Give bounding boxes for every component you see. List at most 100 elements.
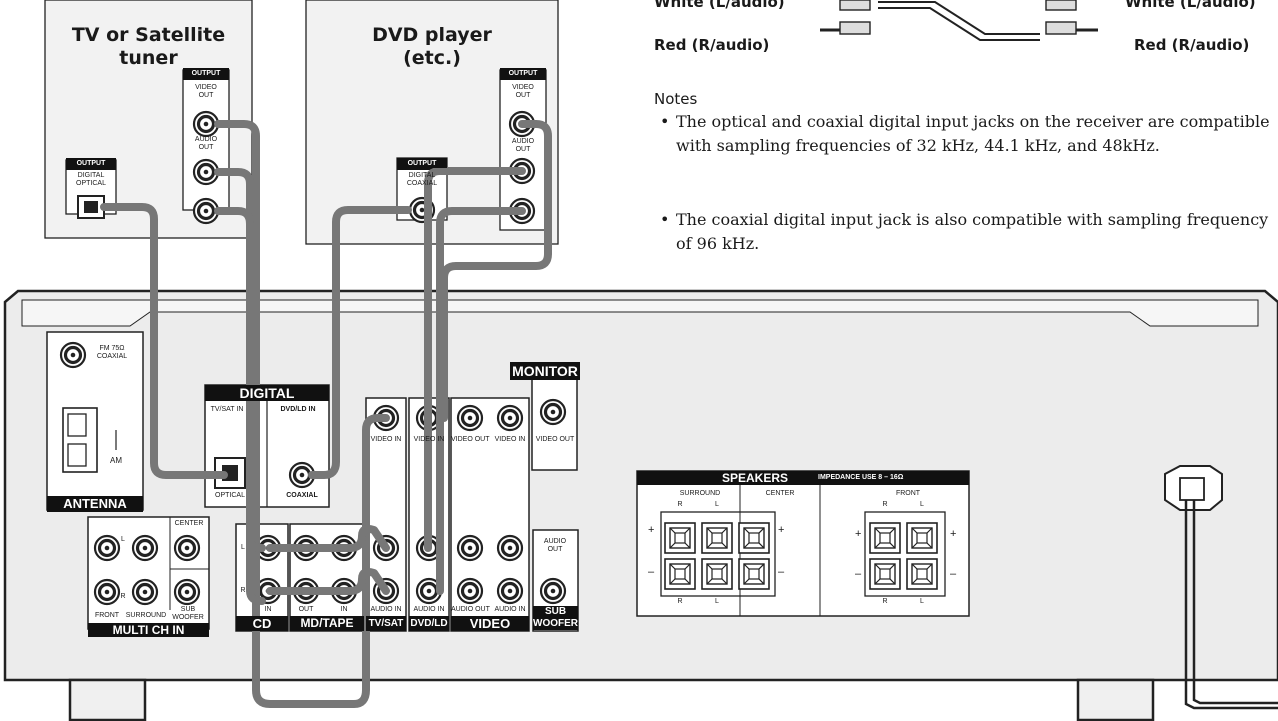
center-plus-sign: + [778, 524, 785, 536]
tv-tuner-title: TV or Satellite tuner [52, 24, 245, 70]
surround-l-minus-terminal [701, 558, 733, 590]
tv-audio-out-label: AUDIO OUT [194, 136, 218, 151]
front-l-plus-sign: + [950, 528, 957, 540]
cd-section-label: CD [236, 616, 288, 631]
note-item-2: • The coaxial digital input jack is also… [660, 208, 1272, 256]
dvd-video-out-label: VIDEO OUT [512, 84, 534, 99]
coaxial-label: COAXIAL [286, 492, 318, 499]
tv-sat-audio-in-label: AUDIO IN [370, 606, 402, 613]
multi-ch-r-label: R [120, 593, 126, 600]
multi-subwoofer-jack [173, 578, 201, 606]
dvd-ld-section-label: DVD/LD [409, 616, 449, 631]
video-audio-out-r-jack [456, 577, 484, 605]
dvd-output-tag: OUTPUT [500, 70, 546, 78]
speakers-impedance-label: IMPEDANCE USE 8 – 16Ω [818, 474, 904, 481]
front-r-bottom-label: R [882, 598, 888, 605]
multi-ch-subwoofer-label: SUB WOOFER [172, 606, 204, 621]
sub-woofer-audio-out-jack [539, 577, 567, 605]
front-l-bottom-label: L [920, 598, 924, 605]
speakers-surround-label: SURROUND [679, 490, 721, 497]
sub-woofer-section-label: SUB WOOFER [533, 606, 578, 630]
cable-red-right-label: Red (R/audio) [1134, 36, 1250, 54]
speakers-front-label: FRONT [895, 490, 921, 497]
tv-output-tag: OUTPUT [183, 70, 229, 78]
surround-l-bottom-label: L [715, 598, 719, 605]
video-audio-out-label: AUDIO OUT [451, 606, 490, 613]
notes-heading: Notes [654, 90, 698, 108]
digital-tvsat-in-label: TV/SAT IN [210, 406, 244, 413]
front-r-minus-terminal [869, 558, 901, 590]
monitor-video-out-label: VIDEO OUT [535, 436, 575, 443]
tv-video-out-label: VIDEO OUT [195, 84, 217, 99]
antenna-section-label: ANTENNA [47, 496, 143, 512]
sub-woofer-audio-out-label: AUDIO OUT [543, 538, 567, 553]
multi-front-l-jack [93, 534, 121, 562]
tv-digital-optical-label: DIGITAL OPTICAL [76, 172, 106, 187]
surround-r-plus-terminal [664, 522, 696, 554]
video-section-label: VIDEO [451, 616, 529, 631]
video-video-in-label: VIDEO IN [494, 436, 526, 443]
cable-white-left-label: White (L/audio) [654, 0, 785, 11]
multi-ch-surround-label: SURROUND [125, 612, 167, 619]
monitor-section-label: MONITOR [510, 362, 580, 380]
front-r-top-label: R [882, 501, 888, 508]
front-l-minus-sign: – [950, 568, 957, 580]
center-plus-terminal [738, 522, 770, 554]
dvd-ld-audio-in-label: AUDIO IN [413, 606, 445, 613]
right-foot [1076, 678, 1155, 721]
md-tape-section-label: MD/TAPE [290, 616, 364, 631]
digital-section-label: DIGITAL [205, 385, 329, 401]
optical-label: OPTICAL [215, 492, 245, 499]
dvd-player-title: DVD player (etc.) [312, 24, 552, 70]
tv-tuner-title-line2: tuner [119, 47, 178, 69]
front-r-plus-terminal [869, 522, 901, 554]
speakers-center-label: CENTER [765, 490, 795, 497]
front-l-minus-terminal [906, 558, 938, 590]
dvd-digital-output-tag: OUTPUT [397, 160, 447, 168]
multi-front-r-jack [93, 578, 121, 606]
video-out-jack [456, 404, 484, 432]
cd-in-label: IN [264, 606, 272, 613]
video-in-jack [496, 404, 524, 432]
tv-sat-video-in-label: VIDEO IN [370, 436, 402, 443]
front-r-minus-sign: – [855, 568, 862, 580]
fm-antenna-label: FM 75Ω COAXIAL [96, 345, 128, 360]
md-tape-out-label: OUT [298, 606, 314, 613]
tv-sat-section-label: TV/SAT [366, 616, 406, 631]
surround-l-top-label: L [715, 501, 719, 508]
surround-r-minus-terminal [664, 558, 696, 590]
video-audio-in-r-jack [496, 577, 524, 605]
multi-ch-l-label: L [121, 536, 125, 543]
video-audio-out-l-jack [456, 534, 484, 562]
dvd-ld-video-in-label: VIDEO IN [413, 436, 445, 443]
am-antenna-label: AM [110, 456, 122, 465]
video-audio-in-l-jack [496, 534, 524, 562]
rca-cable-illustration [820, 0, 1098, 41]
cd-l-label: L [241, 544, 245, 551]
video-audio-in-label: AUDIO IN [494, 606, 526, 613]
front-l-top-label: L [920, 501, 924, 508]
digital-dvdld-in-label: DVD/LD IN [280, 406, 316, 413]
note-item-2-text: The coaxial digital input jack is also c… [676, 210, 1269, 253]
left-foot [68, 678, 147, 721]
md-tape-in-label: IN [340, 606, 348, 613]
note-item-1-text: The optical and coaxial digital input ja… [676, 112, 1270, 155]
front-r-plus-sign: + [855, 528, 862, 540]
video-video-out-label: VIDEO OUT [451, 436, 490, 443]
cd-r-label: R [240, 587, 246, 594]
tv-output-panel [182, 69, 230, 211]
surround-l-plus-terminal [701, 522, 733, 554]
surround-r-top-label: R [677, 501, 683, 508]
speakers-section-label: SPEAKERS [721, 471, 789, 485]
monitor-video-out-jack [539, 398, 567, 426]
center-minus-terminal [738, 558, 770, 590]
front-l-plus-terminal [906, 522, 938, 554]
surround-plus-sign: + [648, 524, 655, 536]
multi-surround-r-jack [131, 578, 159, 606]
center-minus-sign: – [778, 566, 785, 578]
cable-red-left-label: Red (R/audio) [654, 36, 770, 54]
dvd-digital-coaxial-label: DIGITAL COAXIAL [406, 172, 438, 187]
multi-ch-center-label: CENTER [174, 520, 204, 527]
dvd-title-line1: DVD player [372, 24, 492, 46]
